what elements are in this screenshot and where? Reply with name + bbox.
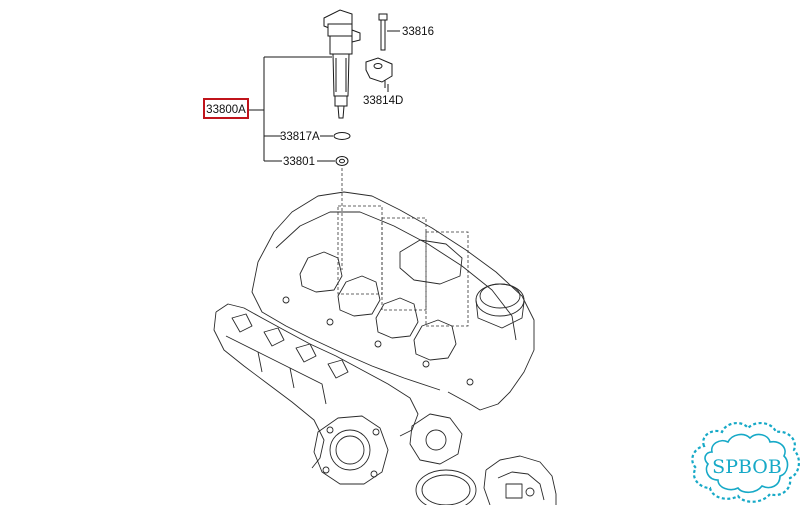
injector-drawing bbox=[323, 9, 361, 119]
intake-manifold-drawing bbox=[213, 303, 463, 485]
callout-33814d[interactable]: 33814D bbox=[363, 95, 403, 107]
callout-33816[interactable]: 33816 bbox=[402, 26, 434, 38]
callout-33801[interactable]: 33801 bbox=[283, 156, 315, 168]
o-ring-drawing bbox=[333, 132, 351, 140]
assembly-highlight-box bbox=[203, 98, 249, 119]
bolt-drawing bbox=[378, 13, 388, 51]
lower-component-drawing bbox=[415, 455, 557, 505]
clamp-drawing bbox=[365, 57, 393, 88]
engine-head-drawing bbox=[251, 191, 535, 411]
watermark-text: SPBOB bbox=[712, 456, 782, 478]
spbob-watermark: SPBOB bbox=[691, 422, 800, 503]
leader-lines bbox=[248, 30, 400, 270]
callout-33800a[interactable]: 33800A bbox=[206, 104, 246, 116]
washer-drawing bbox=[335, 156, 349, 166]
callout-33817a[interactable]: 33817A bbox=[280, 131, 320, 143]
